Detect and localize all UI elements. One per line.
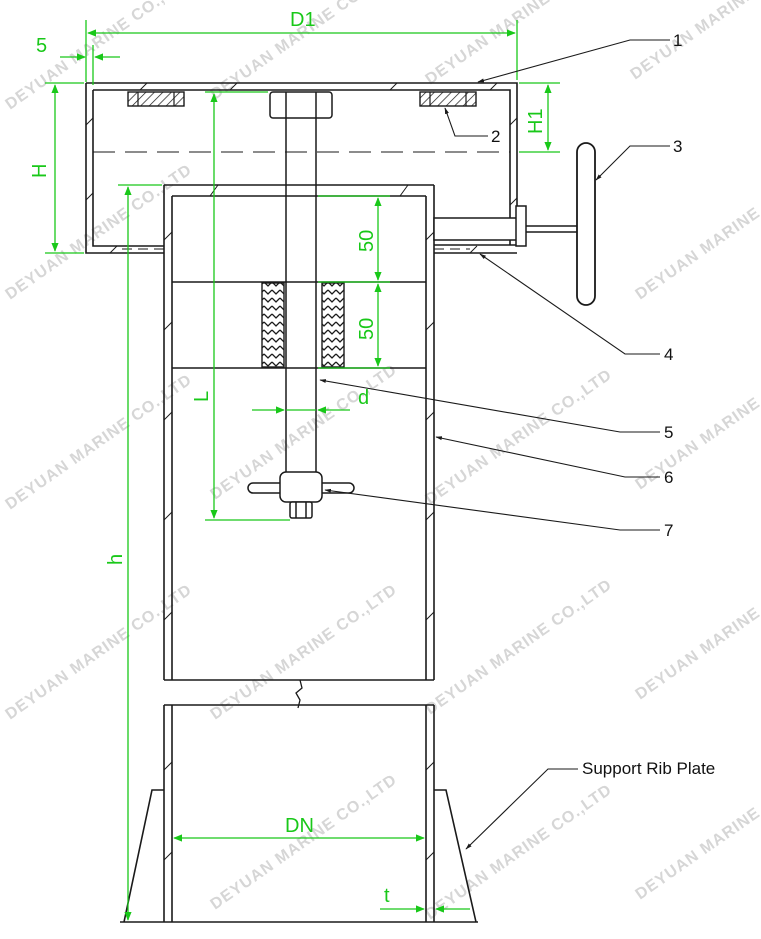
dim-5-label: 5 bbox=[36, 35, 47, 57]
callout-2: 2 bbox=[491, 127, 500, 146]
dim-d1-label: D1 bbox=[290, 9, 316, 31]
watermark-text: DEYUAN MARINE CO.,LTD bbox=[633, 561, 761, 703]
cap-section-hatch bbox=[85, 82, 518, 254]
dim-l-label: L bbox=[191, 391, 213, 402]
watermark-text: DEYUAN MARINE CO.,LTD bbox=[3, 161, 196, 303]
packing-left bbox=[261, 282, 285, 368]
watermark-text: DEYUAN MARINE CO.,LTD bbox=[208, 581, 401, 723]
watermark-layer: DEYUAN MARINE CO.,LTD DEYUAN MARINE CO.,… bbox=[3, 0, 761, 923]
dimension-lines bbox=[45, 20, 560, 921]
dim-d-label: d bbox=[358, 387, 369, 409]
callout-5: 5 bbox=[664, 423, 673, 442]
leader-lines bbox=[319, 39, 670, 850]
dim-50-top-label: 50 bbox=[356, 230, 378, 252]
support-rib-plate-label: Support Rib Plate bbox=[582, 759, 715, 778]
watermark-text: DEYUAN MARINE CO.,LTD bbox=[208, 771, 401, 913]
dim-h-cap-label: H bbox=[29, 164, 51, 178]
callout-3: 3 bbox=[673, 137, 682, 156]
callout-7: 7 bbox=[664, 521, 673, 540]
support-rib-right bbox=[434, 789, 477, 923]
watermark-text: DEYUAN MARINE CO.,LTD bbox=[633, 161, 761, 303]
watermark-text: DEYUAN MARINE CO.,LTD bbox=[423, 0, 616, 88]
dim-50-bottom-label: 50 bbox=[356, 318, 378, 340]
packing-right bbox=[321, 282, 345, 368]
watermark-text: DEYUAN MARINE CO.,LTD bbox=[3, 581, 196, 723]
support-rib-left bbox=[123, 789, 164, 923]
dim-h-pipe-label: h bbox=[105, 554, 127, 565]
disc-and-nut bbox=[247, 471, 355, 519]
watermark-text: DEYUAN MARINE CO.,LTD bbox=[423, 576, 616, 718]
screw-head bbox=[269, 91, 333, 119]
watermark-text: DEYUAN MARINE CO.,LTD bbox=[423, 366, 616, 508]
screw-rod bbox=[285, 118, 317, 478]
handwheel[interactable] bbox=[576, 142, 596, 306]
callout-1: 1 bbox=[673, 31, 682, 50]
dim-t-label: t bbox=[384, 885, 390, 907]
callout-4: 4 bbox=[664, 345, 673, 364]
watermark-text: DEYUAN MARINE CO.,LTD bbox=[633, 761, 761, 903]
watermark-text: DEYUAN MARINE CO.,LTD bbox=[628, 0, 761, 83]
break-line bbox=[295, 679, 303, 709]
dim-h1-label: H1 bbox=[525, 108, 547, 134]
callout-6: 6 bbox=[664, 468, 673, 487]
watermark-text: DEYUAN MARINE CO.,LTD bbox=[633, 351, 761, 493]
watermark-text: DEYUAN MARINE CO.,LTD bbox=[3, 371, 196, 513]
pipe-lower bbox=[120, 704, 478, 923]
top-cap bbox=[85, 82, 518, 254]
dim-dn-label: DN bbox=[285, 815, 314, 837]
handwheel-shaft bbox=[433, 205, 582, 247]
cap-nut-left bbox=[127, 91, 185, 107]
pipe-wall-hatch bbox=[163, 184, 435, 621]
cap-nut-right bbox=[419, 91, 477, 107]
watermark-text: DEYUAN MARINE CO.,LTD bbox=[423, 781, 616, 923]
